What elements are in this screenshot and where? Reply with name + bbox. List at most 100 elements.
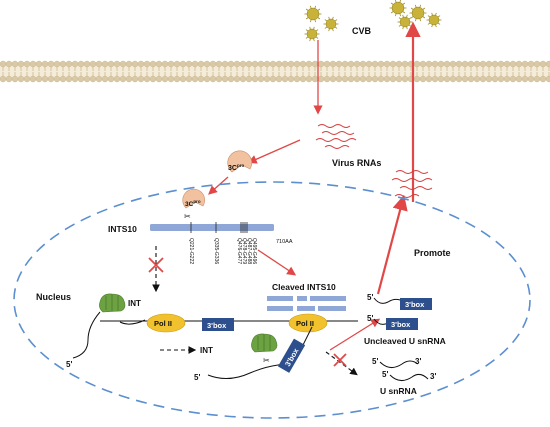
lipid-head [35,75,43,83]
lipid-head [503,75,511,83]
lipid-head [293,60,301,68]
lipid-head [221,75,229,83]
lipid-head [197,60,205,68]
lipid-head [287,60,295,68]
cvb-label: CVB [352,26,372,36]
lipid-head [275,75,283,83]
lipid-head [251,75,259,83]
lipid-head [281,75,289,83]
block-x-icon [333,353,347,367]
lipid-head [125,60,133,68]
lipid-head [155,75,163,83]
lipid-head [173,60,181,68]
lipid-head [41,60,49,68]
lipid-head [0,60,7,68]
lipid-head [317,75,325,83]
lipid-head [323,75,331,83]
lipid-head [347,60,355,68]
lipid-head [17,60,25,68]
lipid-head [287,75,295,83]
lipid-head [455,60,463,68]
lipid-head [167,75,175,83]
lipid-head [5,60,13,68]
lipid-head [251,60,259,68]
rna-strand [395,170,429,174]
box3-mid [386,318,418,330]
lipid-head [455,75,463,83]
lipid-head [119,75,127,83]
protease-label: 3Cpro [185,199,201,208]
lipid-head [23,75,31,83]
virus-particle [426,12,442,28]
rna-to-3c-arrow [247,139,301,164]
lipid-head [101,75,109,83]
virus-particle [409,4,427,22]
lipid-head [395,75,403,83]
lipid-head [437,75,445,83]
lipid-head [491,60,499,68]
lipid-head [83,60,91,68]
promote-label: Promote [414,248,451,258]
lipid-head [317,60,325,68]
three-prime-label: 3' [430,372,436,381]
lipid-head [29,60,37,68]
lipid-head [11,60,19,68]
lipid-head [473,60,481,68]
lipid-head [389,60,397,68]
lipid-head [89,60,97,68]
lipid-head [65,75,73,83]
protease-shape [227,150,252,173]
five-prime-label: 5' [367,314,373,323]
lipid-head [461,60,469,68]
lipid-head [359,60,367,68]
ints10-fragment [310,296,346,301]
lipid-head [335,60,343,68]
box3-shape [277,338,306,373]
five-prime-label: 5' [372,357,378,366]
lipid-head [263,75,271,83]
membrane-heads-top [0,60,550,71]
lipid-head [341,75,349,83]
lipid-head [299,75,307,83]
virus-particle [397,14,413,30]
ints10-fragment [267,306,293,311]
3c-protease-nuclear: 3Cpro ✂ [182,188,205,221]
lipid-head [281,60,289,68]
lipid-head [47,75,55,83]
lipid-head [275,60,283,68]
lipid-head [305,60,313,68]
lipid-head [23,60,31,68]
lipid-head [131,60,139,68]
lipid-head [5,75,13,83]
lipid-head [383,75,391,83]
lipid-head [389,75,397,83]
lipid-head [479,60,487,68]
lipid-head [257,60,265,68]
lipid-head [497,75,505,83]
lipid-head [515,75,523,83]
uncleaved-rna-top [373,297,401,304]
lipid-head [521,75,529,83]
lipid-head [305,75,313,83]
cleavage-site-label: Q221-G222 [188,238,194,264]
nucleus-label: Nucleus [36,292,71,302]
five-prime-label: 5' [194,373,200,382]
lipid-head [185,60,193,68]
lipid-head [485,60,493,68]
lipid-head [197,75,205,83]
lipid-head [371,60,379,68]
lipid-head [227,60,235,68]
lipid-head [167,60,175,68]
lipid-head [215,60,223,68]
lipid-head [365,60,373,68]
lipid-head [401,60,409,68]
lipid-head [431,60,439,68]
lipid-head [77,75,85,83]
lipid-head [65,60,73,68]
cleavage-site-label: Q335-G336 [213,238,219,264]
lipid-head [515,60,523,68]
ints10-label: INTS10 [108,224,137,234]
box3-top [400,298,432,310]
lipid-head [221,60,229,68]
lipid-head [293,75,301,83]
